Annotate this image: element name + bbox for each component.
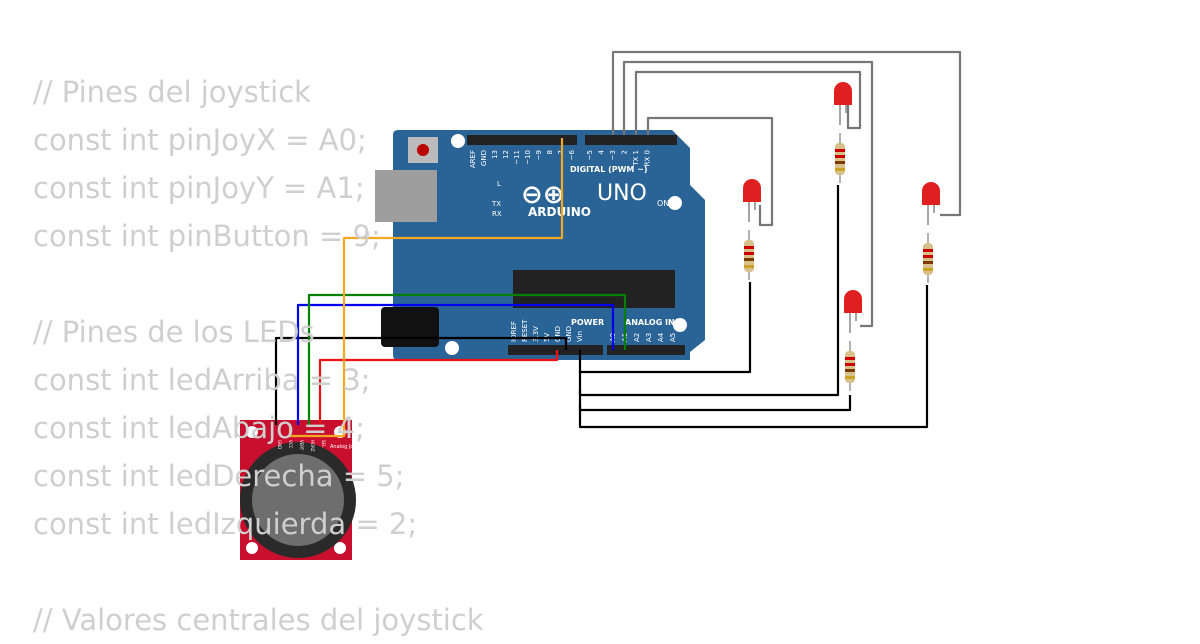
pin-label: GND	[554, 326, 562, 342]
pin-label: ~3	[609, 150, 617, 160]
resistor[interactable]	[845, 341, 855, 391]
wire-joystick-horz[interactable]	[307, 293, 627, 425]
wire-joystick-sel[interactable]	[288, 138, 564, 438]
pin-label: RESET	[521, 319, 529, 342]
pin-label: A3	[645, 333, 653, 342]
pin-label: ~6	[568, 149, 576, 160]
pin-label: ~9	[535, 150, 543, 160]
atmega-chip	[513, 270, 675, 308]
wire-gnd-4[interactable]	[578, 285, 929, 429]
arduino-logo-icon: ⊖⊕	[521, 180, 565, 210]
wire-gnd-3[interactable]	[578, 390, 852, 412]
led-label-l: L	[497, 180, 501, 188]
wire-joystick-gnd[interactable]	[274, 336, 568, 425]
analog-joystick[interactable]: Analog Joystick GND VCC VERT HORZ SEL	[240, 420, 368, 560]
arduino-brand: ARDUINO	[528, 205, 591, 219]
header-power	[508, 345, 603, 355]
pin-label: 4	[598, 149, 606, 154]
pin-label: ~10	[524, 150, 532, 165]
led-label-tx: TX	[491, 200, 501, 208]
wire-pin4[interactable]	[622, 60, 874, 328]
power-jack	[381, 307, 439, 347]
pin-label: Vin	[576, 331, 584, 342]
joystick-pin-label: VCC	[288, 440, 293, 449]
wire-joystick-vert[interactable]	[296, 303, 615, 425]
led-red[interactable]	[834, 82, 852, 125]
led-red[interactable]	[743, 179, 761, 222]
pin-label: A2	[633, 333, 641, 342]
digital-label: DIGITAL (PWM ~)	[570, 165, 648, 174]
joystick-pin-label: VERT	[299, 440, 304, 451]
resistor[interactable]	[835, 133, 845, 183]
pin-label: GND	[480, 150, 488, 166]
arduino-model: UNO	[597, 181, 647, 206]
wire-pin2[interactable]	[646, 116, 774, 227]
pin-label: 8	[546, 150, 554, 154]
pin-label: ~11	[513, 150, 521, 165]
pin-label: 3.3V	[532, 326, 540, 342]
pin-label: A4	[657, 332, 665, 342]
led-red[interactable]	[844, 290, 862, 333]
pin-label: AREF	[469, 150, 477, 168]
pin-label: 2	[621, 150, 629, 154]
wire-gnd-2[interactable]	[578, 185, 840, 397]
pin-label: 13	[491, 150, 499, 159]
joystick-pin-label: HORZ	[310, 440, 315, 452]
pin-label: ~5	[586, 150, 594, 160]
led-label-rx: RX	[492, 210, 502, 218]
joystick-pin-label: SEL	[321, 440, 326, 448]
pin-label: A5	[669, 333, 677, 342]
analog-label: ANALOG IN	[625, 318, 675, 327]
usb-port	[375, 170, 437, 222]
led-red[interactable]	[922, 182, 940, 225]
pin-label: TX 1	[632, 150, 640, 167]
wires	[274, 50, 962, 438]
pin-label: RX 0	[644, 150, 652, 166]
header-digital-low	[585, 135, 677, 145]
arduino-uno-board[interactable]: ARDUINO ⊖⊕ UNO DIGITAL (PWM ~) ON POWER …	[375, 130, 705, 360]
pin-label: GND	[565, 326, 573, 342]
pin-label: 12	[502, 150, 510, 159]
reset-button-cap	[417, 144, 429, 156]
power-label: POWER	[571, 318, 604, 327]
pin-label: IOREF	[510, 321, 518, 342]
joystick-pin-label: GND	[277, 440, 282, 449]
on-label: ON	[657, 199, 669, 208]
resistor[interactable]	[744, 230, 754, 280]
header-analog	[607, 345, 685, 355]
circuit-diagram: ARDUINO ⊖⊕ UNO DIGITAL (PWM ~) ON POWER …	[240, 50, 962, 560]
wire-joystick-vcc[interactable]	[318, 350, 559, 425]
resistor[interactable]	[923, 233, 933, 283]
header-digital-high	[467, 135, 577, 145]
wire-pin5[interactable]	[611, 50, 962, 217]
joystick-label: Analog Joystick	[330, 444, 368, 450]
wire-pin3[interactable]	[634, 70, 862, 135]
joystick-knob[interactable]	[252, 454, 344, 546]
wire-gnd-1[interactable]	[578, 282, 752, 374]
